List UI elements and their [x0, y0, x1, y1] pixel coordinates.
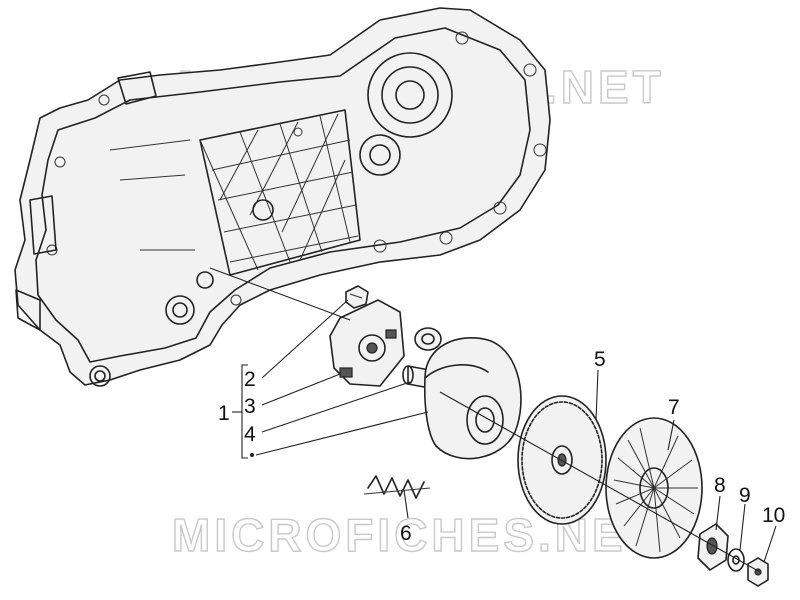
- part-2-clip: [345, 285, 369, 309]
- callout-7: 7: [668, 396, 680, 419]
- leader-lines: [209, 267, 777, 573]
- part-8-nut: [697, 523, 729, 571]
- callout-5: 5: [594, 348, 606, 371]
- part-6-spring: [363, 475, 431, 499]
- callout-2: 2: [244, 368, 256, 391]
- part-3-ramp-plate: [329, 299, 405, 387]
- watermark-bottom: MICROFICHES.NET: [172, 509, 659, 561]
- crankcase: [14, 7, 551, 387]
- callout-3: 3: [244, 395, 256, 418]
- bushing: [414, 327, 442, 351]
- part-9-washer: [727, 548, 745, 572]
- callout-9: 9: [739, 484, 751, 507]
- callout-10: 10: [762, 504, 785, 527]
- callout-4: 4: [244, 423, 256, 446]
- callout-8: 8: [714, 474, 726, 497]
- part-10-nut: [747, 557, 769, 587]
- callout-6: 6: [400, 522, 412, 545]
- callout-1: 1: [218, 402, 230, 425]
- part-7-fan-pulley: [605, 417, 703, 559]
- movable-pulley-half: [423, 337, 522, 460]
